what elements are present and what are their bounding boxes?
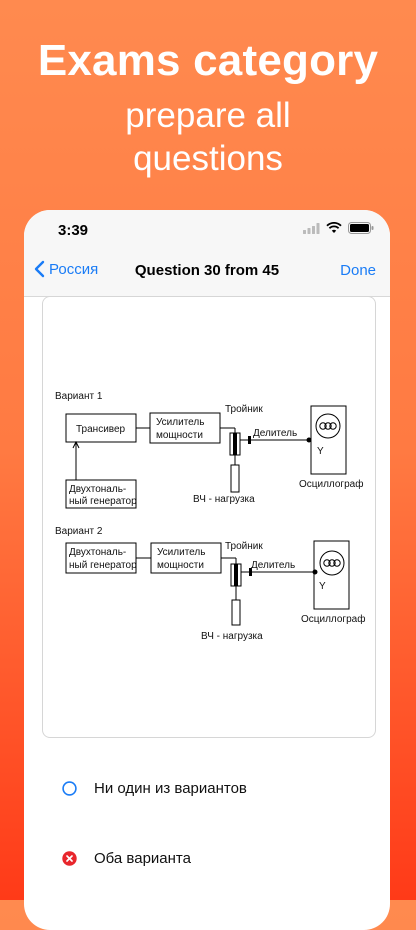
promo-title: Exams category [37,36,379,85]
status-bar: 3:39 [24,210,390,250]
v2-generator-line1: Двухтональ- [69,547,126,558]
status-icons [303,222,374,234]
nav-title: Question 30 from 45 [134,262,280,279]
battery-icon [348,222,374,234]
wrong-answer-icon [62,850,77,866]
back-button[interactable]: Россия [34,260,98,278]
v2-generator-line2: ный генератор [69,560,137,571]
variant2-label: Вариант 2 [55,526,103,537]
v2-oscilloscope-box [313,540,350,610]
back-label: Россия [49,260,99,278]
variant1-label: Вариант 1 [55,391,103,402]
answer-option-label: Ни один из вариантов [94,779,247,797]
v1-amplifier-line2: мощности [156,430,203,441]
v1-transceiver-label: Трансивер [76,424,126,435]
phone-screen: 3:39 Россия [24,210,390,930]
v2-y-label: Y [319,581,326,592]
radio-unselected-icon [62,780,77,796]
v1-generator-line1: Двухтональ- [69,484,126,495]
v1-generator-line2: ный генератор [69,496,137,507]
v1-oscilloscope-box [310,405,347,475]
v2-oscilloscope-label: Осциллограф [301,613,365,625]
v2-load-label: ВЧ - нагрузка [201,631,263,642]
status-time: 3:39 [58,222,89,239]
v1-generator-box [65,479,137,509]
v2-amplifier-line1: Усилитель [157,547,205,558]
v2-tee-label: Тройник [225,541,263,552]
wifi-icon [326,222,342,233]
v1-oscilloscope-label: Осциллограф [299,478,363,490]
circuit-diagram: Вариант 1 Трансивер Усилитель мощности Д… [55,391,365,642]
v2-load [231,599,241,626]
question-image-card: Вариант 1 Трансивер Усилитель мощности Д… [42,296,376,738]
v1-amplifier-line1: Усилитель [156,417,204,428]
chevron-left-icon [34,260,45,278]
v2-divider-label: Делитель [251,560,295,571]
navigation-bar: Россия Question 30 from 45 Done [24,250,390,297]
answer-option-none[interactable]: Ни один из вариантов [24,768,390,808]
v1-tee-label: Тройник [225,404,263,415]
promo-subtitle-line1: prepare all [125,96,291,135]
promo-subtitle-line2: questions [133,139,283,178]
v1-load-label: ВЧ - нагрузка [193,494,255,505]
answer-option-both[interactable]: Оба варианта [24,838,390,878]
done-button[interactable]: Done [340,262,376,279]
v1-divider-label: Делитель [253,428,297,439]
v1-y-label: Y [317,446,324,457]
answer-option-label: Оба варианта [94,849,191,867]
signal-icon [303,222,320,234]
v2-amplifier-line2: мощности [157,560,204,571]
v1-load [230,464,240,493]
